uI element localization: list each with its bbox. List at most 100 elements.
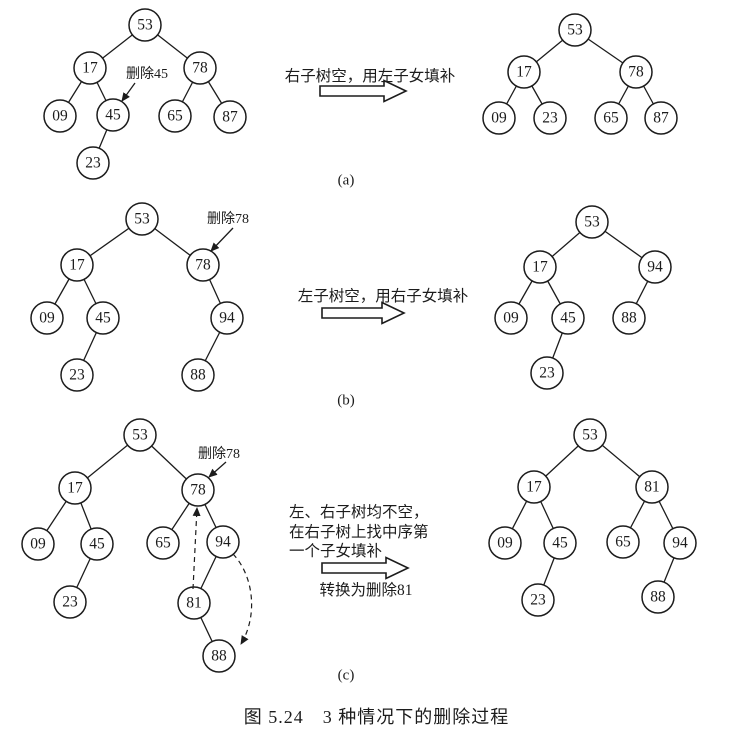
tree-node-value: 88 [650,589,666,606]
transform-block-arrow [319,79,408,103]
tree-node-value: 17 [526,479,542,496]
tree-node-45 [543,526,577,560]
tree-node-value: 53 [132,427,148,444]
tree-node-87 [213,100,247,134]
tree-node-value: 45 [95,310,111,327]
tree-node-value: 45 [89,536,105,553]
tree-node-94 [206,525,240,559]
tree-node-value: 17 [516,64,532,81]
tree-node-53 [575,205,609,239]
tree-node-09 [43,99,77,133]
tree-node-78 [186,248,220,282]
tree-node-53 [558,13,592,47]
tree-node-94 [663,526,697,560]
tree-node-value: 45 [552,535,568,552]
tree-node-value: 88 [190,367,206,384]
tree-node-53 [123,418,157,452]
tree-node-23 [53,585,87,619]
transform-caption-c-line3: 一个子女填补 [289,543,383,560]
tree-node-81 [635,470,669,504]
tree-node-value: 17 [67,480,83,497]
tree-node-value: 53 [567,22,583,39]
tree-node-17 [517,470,551,504]
tree-node-65 [606,525,640,559]
panel-label-b: (b) [337,392,355,409]
tree-node-value: 53 [582,427,598,444]
tree-node-23 [76,146,110,180]
tree-node-88 [181,358,215,392]
tree-node-65 [158,99,192,133]
tree-node-value: 65 [603,110,619,127]
transform-block-arrow [321,301,406,325]
tree-node-value: 45 [560,310,576,327]
tree-node-value: 65 [155,535,171,552]
tree-node-53 [125,202,159,236]
tree-node-value: 94 [672,535,688,552]
tree-node-45 [86,301,120,335]
tree-node-94 [638,250,672,284]
tree-node-value: 53 [584,214,600,231]
tree-node-value: 94 [219,310,235,327]
tree-node-value: 87 [222,109,238,126]
tree-node-value: 94 [647,259,663,276]
tree-node-value: 78 [192,60,208,77]
tree-node-value: 81 [644,479,660,496]
tree-node-value: 81 [186,595,202,612]
tree-node-09 [482,101,516,135]
tree-node-09 [488,526,522,560]
tree-node-45 [551,301,585,335]
tree-node-value: 09 [39,310,55,327]
delete-annotation-b: 删除78 [207,212,249,227]
transform-caption-b: 左子树空，用右子女填补 [297,288,469,305]
tree-node-value: 78 [190,482,206,499]
tree-node-value: 78 [195,257,211,274]
tree-node-78 [181,473,215,507]
tree-node-value: 65 [615,534,631,551]
tree-node-88 [202,639,236,673]
tree-node-17 [58,471,92,505]
tree-node-23 [533,101,567,135]
tree-node-value: 23 [539,365,555,382]
tree-node-value: 65 [167,108,183,125]
tree-node-53 [573,418,607,452]
tree-node-23 [521,583,555,617]
transform-caption-c-line2: 在右子树上找中序第 [289,523,429,541]
tree-node-value: 87 [653,110,669,127]
tree-node-81 [177,586,211,620]
tree-node-value: 23 [530,592,546,609]
tree-node-65 [146,526,180,560]
tree-node-value: 23 [69,367,85,384]
delete-pointer-arrow [208,461,227,478]
panel-label-c: (c) [337,667,355,684]
transform-caption-a: 右子树空，用左子女填补 [284,68,456,85]
delete-annotation-a: 删除45 [126,67,168,82]
delete-pointer-arrow [121,82,136,102]
figure-caption: 图 5.24 3 种情况下的删除过程 [243,707,510,727]
tree-node-94 [210,301,244,335]
transform-caption-c-line1: 左、右子树均不空， [289,504,429,521]
tree-node-45 [96,98,130,132]
tree-node-17 [73,51,107,85]
transform-block-arrow [321,556,410,580]
tree-node-78 [619,55,653,89]
replacement-dashed-arrow [232,553,253,645]
tree-node-23 [530,356,564,390]
delete-pointer-arrow [210,227,234,252]
tree-node-value: 53 [137,17,153,34]
tree-node-value: 17 [532,259,548,276]
tree-node-53 [128,8,162,42]
tree-node-value: 09 [503,310,519,327]
tree-node-23 [60,358,94,392]
tree-node-value: 23 [542,110,558,127]
tree-node-09 [21,527,55,561]
